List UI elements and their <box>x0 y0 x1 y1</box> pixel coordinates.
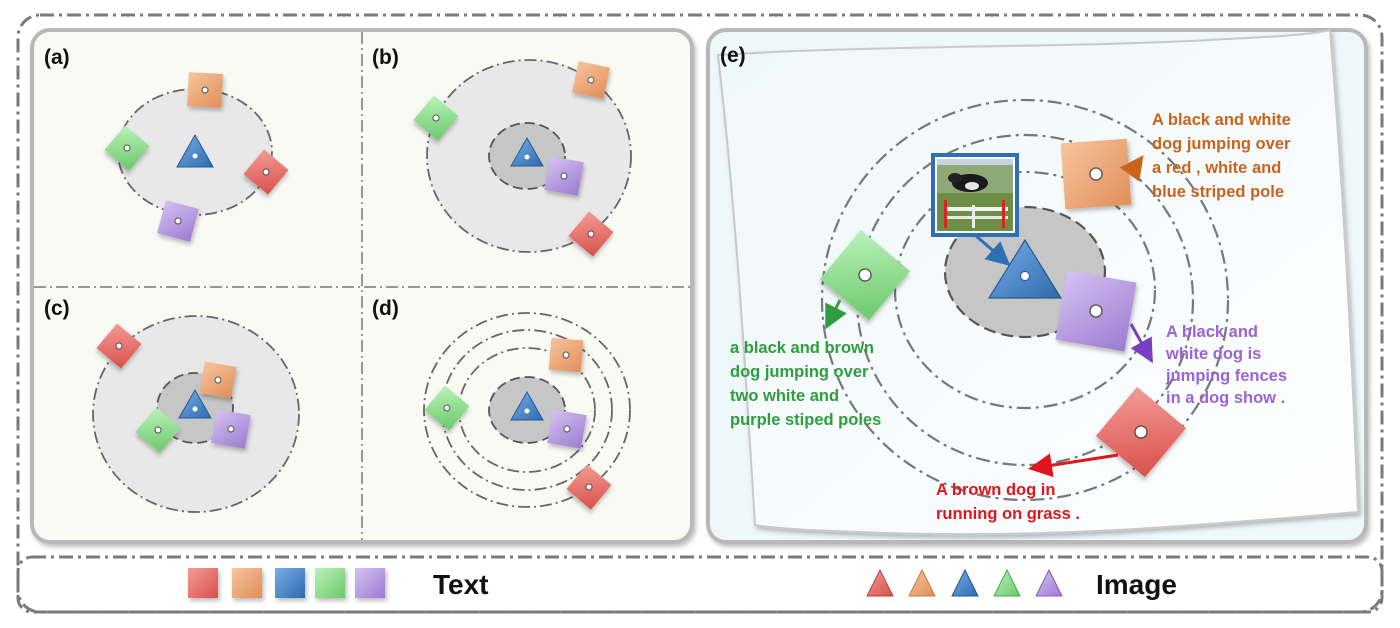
caption-orange: A black and white dog jumping over a red… <box>1152 111 1291 201</box>
panel-e-ring-1 <box>893 170 1157 410</box>
legend-green-triangle-icon <box>993 568 1021 597</box>
panel-d-blue-triangle-icon <box>510 390 544 421</box>
panel-b-blue-triangle-icon <box>510 136 544 167</box>
panel-b-label: (b) <box>372 46 399 69</box>
panel-d-ring-3 <box>423 312 631 508</box>
caption-purple: A black and white dog is jumping fences … <box>1165 323 1287 407</box>
panel-c-green-square-icon <box>135 407 181 453</box>
outer-frame <box>16 13 1384 614</box>
panel-e-orange-square-icon <box>1060 138 1132 210</box>
panel-d-green-square-icon <box>424 385 470 431</box>
panel-e-blue-triangle-icon <box>987 238 1063 299</box>
panel-a-green-square-icon <box>104 125 150 171</box>
caption-orange-line-4: blue striped pole <box>1152 183 1284 201</box>
panel-e-green-square-icon <box>819 229 911 321</box>
legend-red-triangle-icon <box>866 568 894 597</box>
panel-a-purple-square-icon <box>157 200 199 242</box>
caption-purple-line-2: white dog is <box>1165 345 1261 363</box>
caption-green-line-4: purple stiped poles <box>730 411 881 429</box>
legend: Text Image <box>188 568 1177 600</box>
panel-a-label: (a) <box>44 46 70 69</box>
caption-red-line-2: running on grass . <box>936 505 1080 523</box>
purple-arrow <box>1129 323 1153 364</box>
legend-orange-square-icon <box>232 568 262 598</box>
green-arrow <box>825 299 847 330</box>
caption-orange-line-2: dog jumping over <box>1152 135 1291 153</box>
legend-red-square-icon <box>188 568 218 598</box>
panel-b-red-square-icon <box>568 211 614 257</box>
panel-e-purple-square-icon <box>1055 270 1137 352</box>
panel-c: (c) <box>44 297 300 513</box>
panel-c-orange-square-icon <box>199 361 237 399</box>
panel-a-red-square-icon <box>243 149 289 195</box>
panel-c-purple-square-icon <box>211 409 251 449</box>
legend-purple-square-icon <box>355 568 385 598</box>
caption-green-line-2: dog jumping over <box>730 363 869 381</box>
orange-arrow <box>1119 155 1144 182</box>
panel-e: (e) A black an <box>706 28 1368 544</box>
panel-d-label: (d) <box>372 297 399 320</box>
panel-c-blue-triangle-icon <box>178 388 212 419</box>
panel-a: (a) <box>44 46 289 242</box>
panel-b: (b) <box>372 46 632 257</box>
panel-c-red-square-icon <box>96 323 142 369</box>
dog-jumping-photo-icon <box>931 153 1019 237</box>
legend-purple-triangle-icon <box>1035 568 1063 597</box>
panel-e-label: (e) <box>720 44 746 67</box>
caption-green: a black and brown dog jumping over two w… <box>730 339 881 429</box>
caption-purple-line-4: in a dog show . <box>1166 389 1285 407</box>
red-arrow <box>1028 453 1119 478</box>
panel-d-purple-square-icon <box>547 409 587 449</box>
caption-green-line-3: two white and <box>730 387 839 405</box>
legend-green-square-icon <box>315 568 345 598</box>
caption-purple-line-3: jumping fences <box>1165 367 1287 385</box>
caption-purple-line-1: A black and <box>1166 323 1258 341</box>
panel-a-orange-square-icon <box>187 72 223 108</box>
panel-e-red-square-icon <box>1095 386 1187 478</box>
legend-blue-square-icon <box>275 568 305 598</box>
panel-b-purple-square-icon <box>544 156 584 196</box>
panel-b-orange-square-icon <box>572 61 610 99</box>
caption-orange-line-1: A black and white <box>1152 111 1291 129</box>
panel-d-red-square-icon <box>566 464 612 510</box>
photo-arrow <box>974 233 1011 266</box>
panel-c-label: (c) <box>44 297 70 320</box>
caption-red-line-1: A brown dog in <box>936 481 1055 499</box>
caption-green-line-1: a black and brown <box>730 339 874 357</box>
panel-b-green-square-icon <box>413 95 459 141</box>
legend-image-label: Image <box>1096 569 1177 600</box>
panel-a-blue-triangle-icon <box>176 133 214 168</box>
caption-red: A brown dog in running on grass . <box>936 481 1080 523</box>
legend-frame <box>16 555 1384 614</box>
legend-blue-triangle-icon <box>951 568 979 597</box>
legend-orange-triangle-icon <box>908 568 936 597</box>
panel-d: (d) <box>372 297 631 510</box>
panel-d-orange-square-icon <box>548 337 584 373</box>
panel-e-ring-3 <box>820 98 1230 502</box>
caption-orange-line-3: a red , white and <box>1152 159 1281 177</box>
legend-text-label: Text <box>433 569 489 600</box>
